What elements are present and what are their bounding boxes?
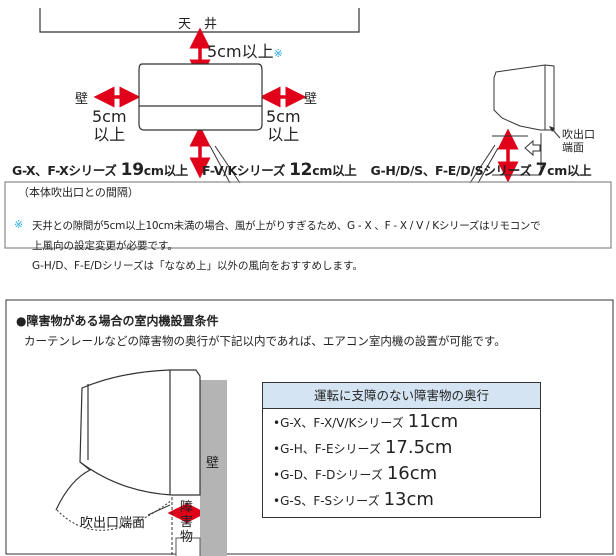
left-gap-unit: 以上 xyxy=(93,125,126,144)
hollow-arrow-icon xyxy=(524,139,541,157)
clearance-sub: （本体吹出口との間隔） xyxy=(18,186,139,199)
note-mark: ※ xyxy=(273,47,283,60)
row-value: 17.5cm xyxy=(384,437,453,458)
callout-lines xyxy=(209,144,499,184)
obstacle-title: ●障害物がある場合の室内機設置条件 xyxy=(16,314,219,328)
row-series: •G-H、F-Eシリーズ xyxy=(273,442,381,456)
obstacle-label: 障害物 xyxy=(180,500,194,545)
value-fvk: 12 xyxy=(289,160,313,180)
row-value: 16cm xyxy=(386,463,438,484)
series-gx: G-X、F-Xシリーズ xyxy=(12,163,117,178)
wall-label: 壁 xyxy=(206,456,220,471)
unit-gx: cm以上 xyxy=(143,163,189,178)
indoor-unit-side-large xyxy=(55,369,201,511)
footnote-line3: G-H/D、F-E/Dシリーズは「ななめ上」以外の風向をおすすめします。 xyxy=(32,260,363,272)
series-ghds: G-H/D/S、F-E/D/Sシリーズ xyxy=(370,163,532,178)
footnote-line1: 天井との隙間が5cm以上10cm未満の場合、風が上がりすぎるため、G - X 、… xyxy=(32,220,541,232)
row-series: •G-X、F-X/V/Kシリーズ xyxy=(273,416,404,430)
value-gx: 19 xyxy=(120,160,144,180)
row-value: 11cm xyxy=(407,411,459,432)
indoor-unit-front xyxy=(138,63,263,131)
table-header: 運転に支障のない障害物の奥行 xyxy=(263,383,540,409)
value-ghds: 7 xyxy=(535,160,548,180)
row-value: 13cm xyxy=(383,489,434,510)
outlet-label: 吹出口端面 xyxy=(80,516,146,531)
obstacle-shape xyxy=(175,537,201,556)
clearance-arrows xyxy=(93,27,519,524)
left-gap-num: 5cm xyxy=(92,107,127,126)
wall-left-label: 壁 xyxy=(75,92,89,107)
wall-right-label: 壁 xyxy=(304,92,318,107)
right-gap-num: 5cm xyxy=(266,107,301,126)
clearance-line: G-X、F-Xシリーズ 19cm以上 F-V/Kシリーズ 12cm以上 G-H/… xyxy=(12,160,592,181)
top-gap-label: 5cm以上※ xyxy=(207,38,283,62)
footnote-mark: ※ xyxy=(14,218,24,231)
unit-ghds: cm以上 xyxy=(547,163,592,178)
obstacle-desc: カーテンレールなどの障害物の奥行が下記以内であれば、エアコン室内機の設置が可能で… xyxy=(24,334,506,348)
wall-shape xyxy=(200,380,227,556)
row-series: •G-S、F-Sシリーズ xyxy=(273,494,380,508)
ceiling-label: 天 井 xyxy=(178,17,218,32)
outlet-label-top: 吹出口端面 xyxy=(562,128,595,154)
series-fvk: F-V/Kシリーズ xyxy=(202,163,286,178)
row-series: •G-D、F-Dシリーズ xyxy=(273,468,383,482)
top-gap-value: 5cm以上 xyxy=(207,42,274,61)
indoor-unit-side xyxy=(493,64,555,131)
footnote-line2: 上風向の設定変更が必要です。 xyxy=(32,240,178,252)
unit-fvk: cm以上 xyxy=(312,163,357,178)
right-gap-unit: 以上 xyxy=(267,125,300,144)
